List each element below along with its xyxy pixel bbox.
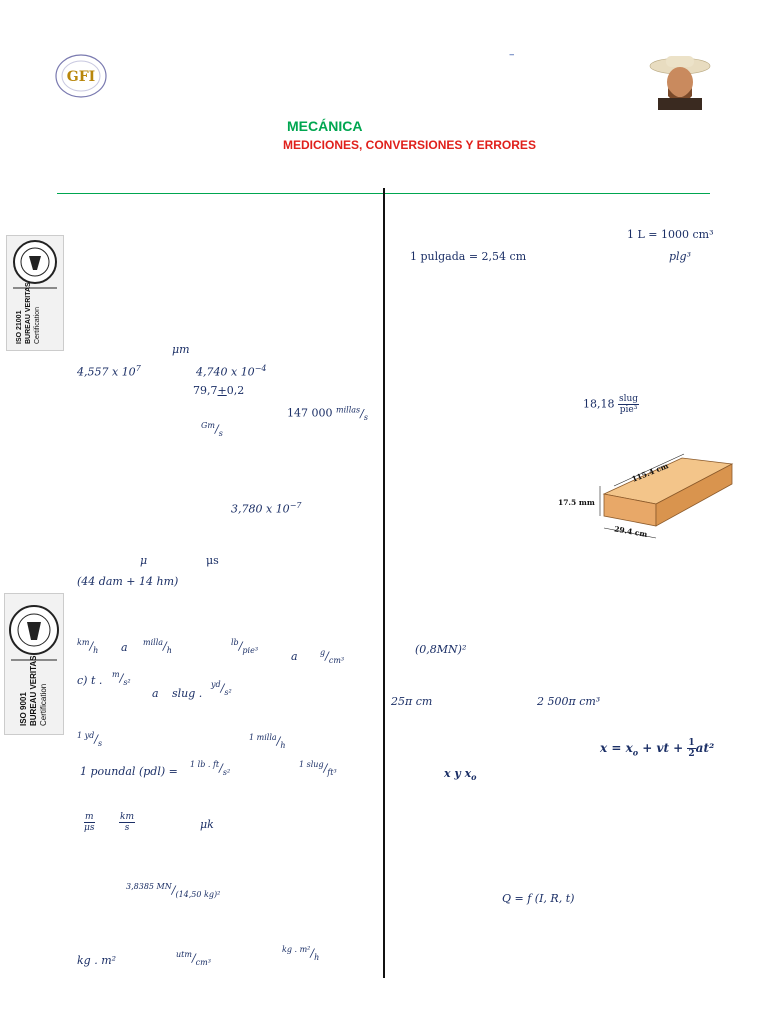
- gm-per-s: Gm/s: [201, 421, 223, 438]
- micrometer-unit: μm: [172, 343, 190, 356]
- header-dash: –: [509, 48, 515, 61]
- lb-per-pie3: lb/pie³: [231, 638, 259, 655]
- inch-equivalence: 1 pulgada = 2,54 cm: [410, 250, 527, 263]
- milla-per-h: milla/h: [143, 638, 172, 655]
- speed-value: 147 000 millas/s: [287, 405, 368, 422]
- logo-text: GFI: [67, 69, 95, 85]
- km-per-h: km/h: [77, 638, 99, 655]
- variables-x-xo: x y xo: [444, 767, 477, 783]
- block-height-label: 17.5 mm: [558, 498, 595, 507]
- cubic-inch-unit: plg³: [669, 250, 692, 263]
- a-connector-2: a: [291, 650, 298, 663]
- q-function: Q = f (I, R, t): [502, 892, 575, 905]
- page-title: MECÁNICA: [287, 118, 363, 134]
- distance-sum: (44 dam + 14 hm): [77, 575, 179, 588]
- microsecond-unit: μs: [206, 554, 219, 567]
- utm-per-cm3: utm/cm³: [176, 950, 211, 967]
- portrait-photo: [648, 52, 712, 110]
- yd-per-s2: yd/s²: [211, 680, 232, 697]
- mn-squared: (0,8MN)²: [415, 643, 467, 656]
- lbft-per-s2: 1 lb . ft/s²: [190, 760, 231, 777]
- a-connector-3: a: [152, 687, 159, 700]
- poundal-definition: 1 poundal (pdl) =: [80, 765, 178, 778]
- slug-per-ft3: 1 slug/ft³: [299, 760, 337, 777]
- m-per-s2: m/s²: [112, 670, 131, 687]
- number-1: 4,557 x 107: [77, 364, 141, 379]
- g-per-cm3: g/cm³: [320, 648, 345, 665]
- pi-length: 25π cm: [391, 695, 433, 708]
- wood-block-figure: 115.4 cm 17.5 mm 29.4 cm: [556, 452, 734, 544]
- column-divider: [383, 188, 385, 978]
- seal-bottom-text: ISO 9001 BUREAU VERITAS Certification: [19, 655, 48, 726]
- number-4: 3,780 x 10−7: [231, 501, 302, 516]
- number-2: 4,740 x 10−4: [196, 364, 267, 379]
- mile-per-h: 1 milla/h: [249, 733, 286, 750]
- uk-symbol: μk: [200, 818, 214, 831]
- iso-21001-seal: ISO 21001 BUREAU VERITAS Certification: [6, 235, 64, 351]
- kgm2-per-h: kg . m²/h: [282, 945, 320, 962]
- seal-top-text: ISO 21001 BUREAU VERITAS Certification: [16, 282, 41, 344]
- a-connector-1: a: [121, 641, 128, 654]
- mn-per-kg2: 3,8385 MN/(14,50 kg)²: [126, 882, 221, 899]
- number-3: 79,7+0,2: [193, 384, 245, 397]
- kg-m2: kg . m²: [77, 954, 117, 967]
- mu-symbol: μ: [140, 554, 148, 567]
- yard-per-s: 1 yd/s: [77, 731, 103, 748]
- liter-equivalence: 1 L = 1000 cm³: [627, 228, 714, 241]
- pi-volume: 2 500π cm³: [537, 695, 601, 708]
- iso-9001-seal: ISO 9001 BUREAU VERITAS Certification: [4, 593, 64, 735]
- slug-label: slug .: [172, 687, 203, 700]
- item-c-label: c) t .: [77, 674, 103, 687]
- institution-logo: GFI: [55, 54, 107, 98]
- page-subtitle: MEDICIONES, CONVERSIONES Y ERRORES: [283, 138, 536, 152]
